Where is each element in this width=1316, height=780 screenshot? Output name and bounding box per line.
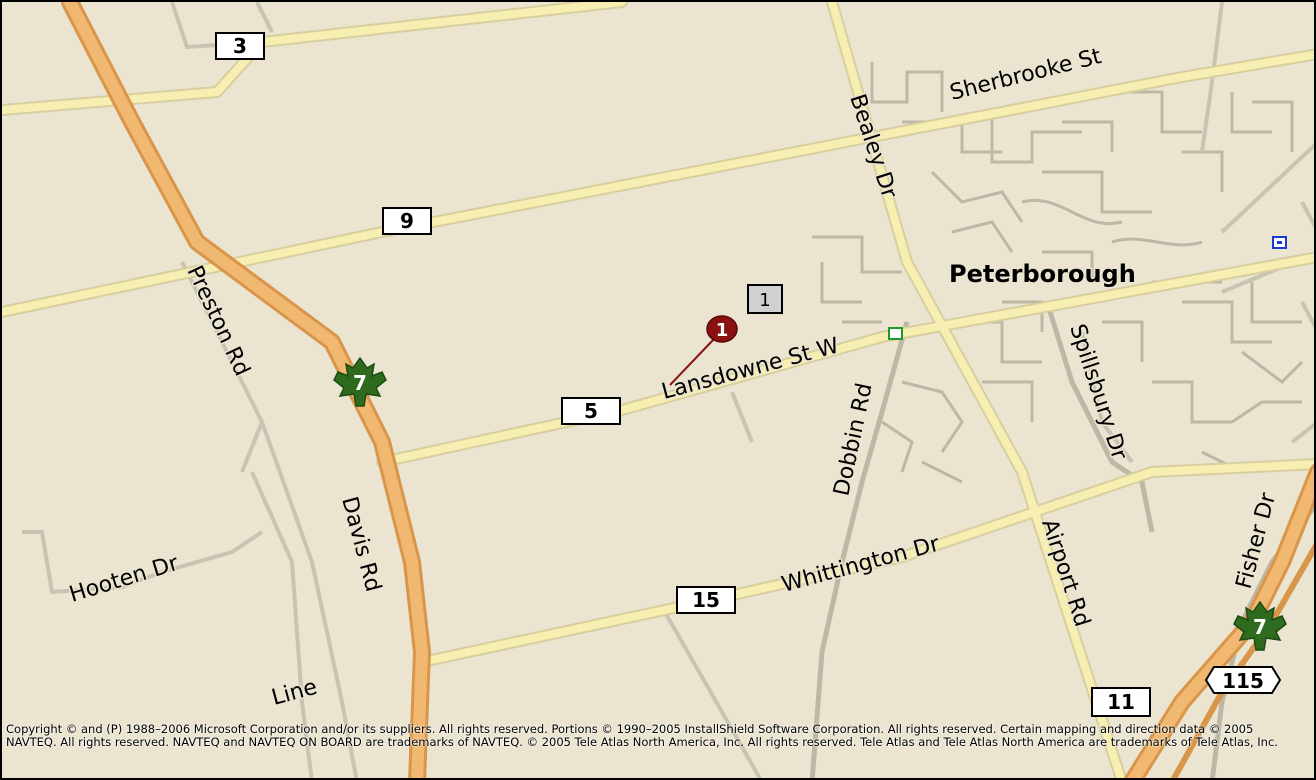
route-shield-15-label: 15	[692, 588, 720, 612]
map-pin-1-number: 1	[716, 320, 729, 341]
map-pin-1[interactable]: 1	[706, 315, 738, 343]
maple-leaf-icon	[333, 356, 387, 407]
route-shield-115-label: 115	[1222, 669, 1264, 693]
route-shield-9: 9	[382, 207, 432, 235]
route-shield-15: 15	[676, 586, 736, 614]
route-shield-5: 5	[561, 397, 621, 425]
residential-streets	[812, 62, 1304, 484]
route-shield-3-label: 3	[233, 34, 247, 58]
route-shield-115: 115	[1204, 666, 1282, 694]
route-shield-9-label: 9	[400, 209, 414, 233]
copyright-notice: Copyright © and (P) 1988–2006 Microsoft …	[6, 722, 1278, 749]
pin-label-number: 1	[759, 290, 770, 311]
park-poi-icon[interactable]	[888, 327, 903, 340]
highway-7-shield-east: 7	[1233, 600, 1287, 651]
highway-7-east-label: 7	[1253, 615, 1267, 639]
info-poi-icon[interactable]	[1272, 236, 1287, 249]
route-shield-11: 11	[1091, 687, 1151, 717]
pin-leader-line	[669, 338, 715, 386]
route-shield-3: 3	[215, 32, 265, 60]
route-shield-11-label: 11	[1107, 690, 1135, 714]
highway-7-shield-west: 7	[333, 356, 387, 407]
maple-leaf-icon	[1233, 600, 1287, 651]
place-label-peterborough: Peterborough	[949, 260, 1136, 288]
highway-7-west-label: 7	[353, 371, 367, 395]
route-shield-5-label: 5	[584, 399, 598, 423]
pin-label-box[interactable]: 1	[747, 284, 783, 314]
